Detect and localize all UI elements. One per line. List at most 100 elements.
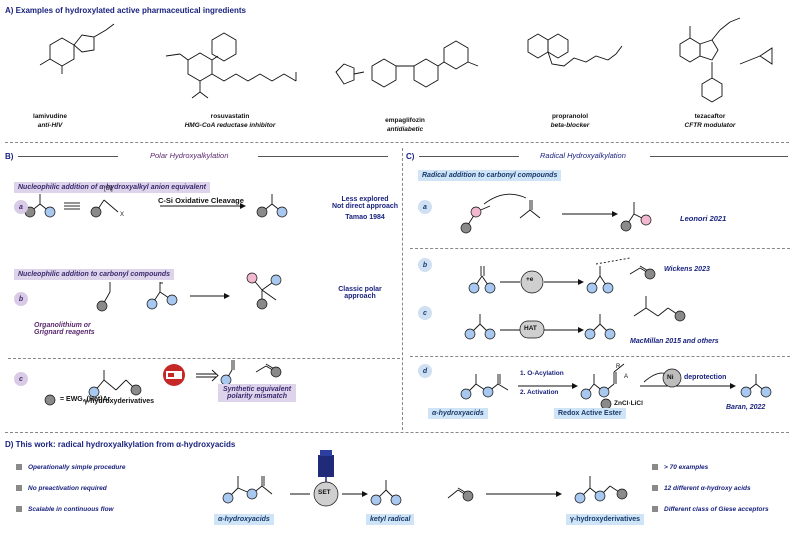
nickel-label: Ni [667, 374, 674, 381]
drug-use-empaglifozin: antidiabetic [386, 126, 424, 133]
left-bullet-2-text: No preactivation required [28, 485, 107, 492]
section-c-rule-left [419, 156, 519, 157]
polar-b-scheme [101, 277, 277, 307]
drug-name-empaglifozin: empaglifozin [385, 117, 425, 124]
left-bullet-1: Operationally simple procedure [16, 464, 126, 471]
right-bullet-1-text: > 70 examples [664, 464, 709, 471]
lamp-icon [318, 450, 334, 482]
bullet-square-icon [16, 464, 22, 471]
radical-ref-a: Leonori 2021 [680, 214, 727, 223]
bullet-square-icon [16, 485, 22, 492]
left-bullet-2: No preactivation required [16, 485, 107, 492]
drug-name-rosuvastatin: rosuvastatin [210, 113, 250, 120]
polar-note-1: Less explored Not direct approach Tamao … [330, 196, 400, 221]
radical-ref-b: Wickens 2023 [664, 266, 710, 273]
rosuvastatin-structure [165, 32, 297, 99]
divider-vertical [402, 148, 403, 430]
radical-a-scheme [465, 193, 647, 229]
right-bullet-1: > 70 examples [652, 464, 708, 471]
radical-banner-1: Radical addition to carbonyl compounds [418, 170, 562, 181]
polar-letter-b: b [14, 292, 28, 306]
step-2-label: 2. Activation [520, 389, 559, 396]
divider-d [5, 432, 789, 433]
polar-note-2-line1: Classic polar [338, 286, 382, 293]
radical-letter-d: d [418, 364, 432, 378]
drug-use-rosuvastatin: HMG-CoA reductase inhibitor [184, 122, 276, 129]
propranolol-structure [527, 33, 623, 67]
polar-c-label: γ-hydroxyderivatives [84, 398, 155, 405]
leaving-group-x: X [120, 212, 125, 218]
zinc-reagent: ZnCl·LiCl [614, 400, 643, 407]
polar-banner-2: Nucleophilic addition to carbonyl compou… [14, 269, 175, 280]
bullet-square-icon [652, 464, 658, 471]
deprotection-label: deprotection [684, 374, 727, 381]
left-bullet-3: Scalable in continuous flow [16, 506, 114, 513]
section-b-title: B) [5, 152, 14, 161]
right-bullet-3-text: Different class of Giese acceptors [664, 506, 769, 513]
drug-use-propranolol: beta-blocker [550, 122, 590, 129]
bullet-square-icon [16, 506, 22, 513]
synthetic-equivalent-box: Synthetic equivalent polarity mismatch [218, 384, 297, 402]
cs-cleavage-label: C-Si Oxidative Cleavage [158, 196, 244, 205]
a-group-label: A [624, 374, 629, 380]
radical-letter-c: c [418, 306, 432, 320]
section-b-heading: Polar Hydroxyalkylation [150, 151, 229, 160]
this-work-scheme [227, 476, 623, 501]
polarity-swap-symbol [163, 364, 185, 386]
radical-b-scheme [473, 257, 651, 289]
polar-note-1-line1: Less explored [341, 196, 389, 203]
radical-letter-b: b [418, 258, 432, 272]
polar-note-1-ref: Tamao 1984 [345, 214, 385, 221]
radical-c-scheme [469, 296, 681, 335]
synthetic-equivalent-line1: Synthetic equivalent [223, 386, 292, 393]
drug-name-lamivudine: lamivudine [33, 113, 67, 120]
drug-name-propranolol: propranolol [551, 113, 589, 120]
left-bullet-1-text: Operationally simple procedure [28, 464, 126, 471]
drug-use-lamivudine: anti-HIV [37, 122, 63, 129]
set-label: SET [318, 489, 331, 496]
hat-label: HAT [524, 325, 537, 332]
step-1-label: 1. O-Acylation [520, 370, 564, 377]
this-work-acids-label: α-hydroxyacids [214, 514, 274, 525]
divider-c1 [410, 248, 790, 249]
polar-reagents-line1: Organolithium or [34, 322, 91, 329]
polar-banner-1: Nucleophilic addition of α-hydroxyalkyl … [14, 182, 210, 193]
section-c-heading: Radical Hydroxyalkylation [540, 151, 626, 160]
polar-note-2: Classic polar approach [320, 286, 400, 300]
section-c-title: C) [406, 152, 415, 161]
divider-c2 [410, 356, 790, 357]
section-a-title: A) Examples of hydroxylated active pharm… [5, 6, 246, 15]
radical-letter-a: a [418, 200, 432, 214]
polar-reagents-line2: Grignard reagents [34, 329, 95, 336]
divider-b [8, 358, 400, 359]
empaglifozin-structure [335, 40, 479, 88]
divider-a [5, 142, 789, 143]
polar-note-1-line2: Not direct approach [331, 203, 399, 210]
silicon-group: [Si] [104, 186, 113, 192]
section-c-rule-right [650, 156, 788, 157]
this-work-products-label: γ-hydroxyderivatives [566, 514, 645, 525]
polar-letter-a: a [14, 200, 28, 214]
left-bullet-3-text: Scalable in continuous flow [28, 506, 114, 513]
drug-use-tezacaftor: CFTR modulator [684, 122, 736, 129]
r-group-label: R [616, 364, 621, 370]
right-bullet-3: Different class of Giese acceptors [652, 506, 769, 513]
polar-note-2-line2: approach [344, 293, 376, 300]
section-d-title: D) This work: radical hydroxyalkylation … [5, 440, 236, 449]
bullet-square-icon [652, 506, 658, 513]
section-b-rule-right [258, 156, 388, 157]
radical-ref-d: Baran, 2022 [726, 404, 766, 411]
bullet-square-icon [652, 485, 658, 492]
lamivudine-structure [39, 23, 115, 74]
tezacaftor-structure [679, 17, 773, 103]
right-bullet-2: 12 different α-hydroxy acids [652, 485, 751, 492]
section-b-rule-left [18, 156, 118, 157]
electron-label: +e [526, 276, 534, 283]
polar-letter-c: c [14, 372, 28, 386]
radical-ref-c: MacMillan 2015 and others [630, 338, 719, 345]
polar-a-scheme [29, 194, 283, 213]
drug-name-tezacaftor: tezacaftor [694, 113, 726, 120]
synthetic-equivalent-line2: polarity mismatch [227, 393, 287, 400]
radical-acids-label: α-hydroxyacids [428, 408, 488, 419]
polar-c-legend: = EWG, (Het)Ar [60, 396, 111, 403]
